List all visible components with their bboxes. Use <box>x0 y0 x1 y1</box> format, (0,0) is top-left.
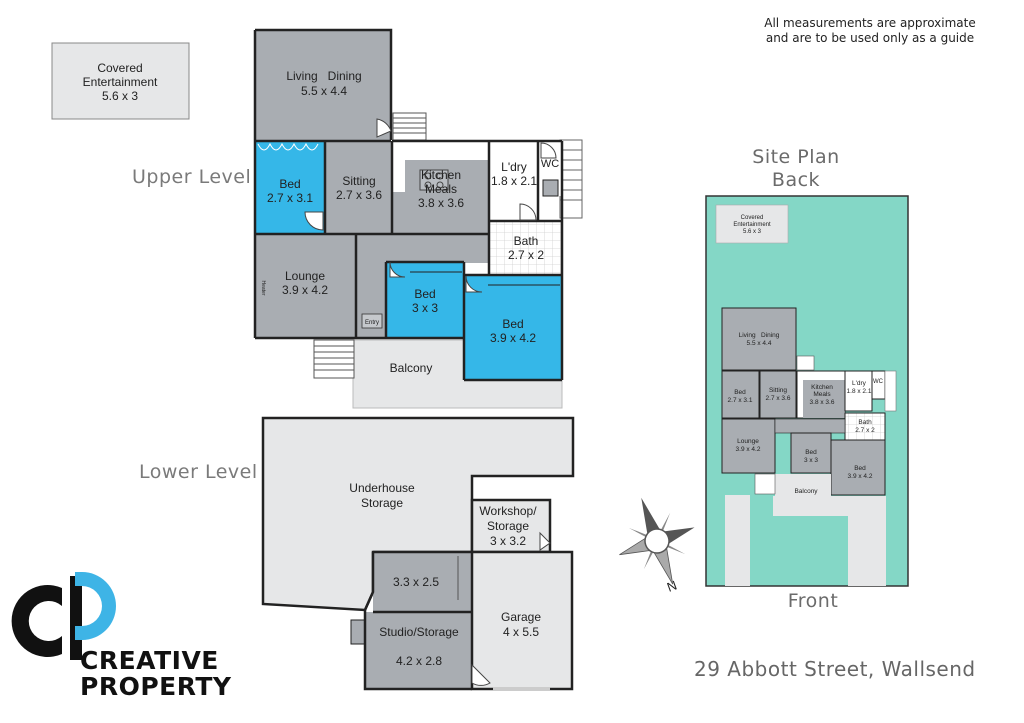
garage-size: 4 x 5.5 <box>503 625 539 639</box>
store-size: 3.3 x 2.5 <box>393 575 439 589</box>
laundry-stairs <box>559 139 583 219</box>
brand-line-2: PROPERTY <box>80 672 232 701</box>
svg-text:1.8 x 2.1: 1.8 x 2.1 <box>847 388 872 395</box>
svg-text:Meals: Meals <box>813 391 831 398</box>
site-plan-title-line2: Back <box>771 169 821 191</box>
disclaimer-line-2: and are to be used only as a guide <box>765 31 975 45</box>
svg-text:Covered: Covered <box>741 215 764 221</box>
svg-text:L'dry: L'dry <box>852 380 867 387</box>
bed1-name: Bed <box>279 177 300 191</box>
compass-north-label: N <box>665 578 679 595</box>
brand-name: CREATIVE PROPERTY <box>80 648 232 700</box>
sitting-name: Sitting <box>342 174 375 188</box>
studio-name: Studio/Storage <box>379 625 459 639</box>
svg-text:Bed: Bed <box>854 465 866 472</box>
sitting-size: 2.7 x 3.6 <box>336 188 382 202</box>
ldry-name: L'dry <box>501 160 527 174</box>
workshop-storage <box>470 498 552 554</box>
rear-stairs <box>392 112 427 141</box>
workshop-name: Workshop/ <box>479 504 537 518</box>
bed-1-windows <box>257 142 319 151</box>
property-address: 29 Abbott Street, Wallsend <box>694 657 976 681</box>
compass-rose-icon <box>619 497 695 585</box>
workshop-name2: Storage <box>487 519 529 533</box>
covered-name: Covered <box>97 61 142 75</box>
bathroom <box>490 222 562 274</box>
garage-name: Garage <box>501 610 541 624</box>
bed2-name: Bed <box>414 287 435 301</box>
svg-text:3.9 x 4.2: 3.9 x 4.2 <box>848 473 873 480</box>
sitting-room <box>326 142 391 233</box>
lounge-size: 3.9 x 4.2 <box>282 283 328 297</box>
workshop-size: 3 x 3.2 <box>490 534 526 548</box>
underhouse-name2: Storage <box>361 496 403 510</box>
upper-level-title: Upper Level <box>132 166 252 188</box>
bed1-size: 2.7 x 3.1 <box>267 191 313 205</box>
site-plan-title-line1: Site Plan <box>752 146 840 168</box>
creative-property-logo-icon <box>11 572 116 660</box>
svg-text:WC: WC <box>873 379 884 385</box>
svg-text:3.9 x 4.2: 3.9 x 4.2 <box>736 446 761 453</box>
lounge <box>255 235 356 338</box>
underhouse-name: Underhouse <box>349 481 415 495</box>
lower-level-plan: Underhouse Storage Workshop/ Storage 3 x… <box>261 416 575 691</box>
studio-size: 4.2 x 2.8 <box>396 654 442 668</box>
heater-label: Heater <box>260 280 266 295</box>
svg-text:2.7 x 3.1: 2.7 x 3.1 <box>728 397 753 404</box>
svg-text:Sitting: Sitting <box>769 387 787 394</box>
living-dining-room <box>255 30 391 140</box>
kitchen-name: Kitchen <box>421 168 461 182</box>
entry-label: Entry <box>365 320 379 326</box>
svg-text:Balcony: Balcony <box>794 488 818 495</box>
ldry-size: 1.8 x 2.1 <box>491 174 537 188</box>
svg-text:5.6 x 3: 5.6 x 3 <box>743 229 762 235</box>
lounge-name: Lounge <box>285 269 325 283</box>
upper-level-plan: Living Dining 5.5 x 4.4 Bed 2.7 x 3.1 Si… <box>253 28 583 409</box>
bed3-size: 3.9 x 4.2 <box>490 331 536 345</box>
brand-line-1: CREATIVE <box>80 646 219 675</box>
svg-text:3.8 x 3.6: 3.8 x 3.6 <box>810 399 835 406</box>
hallway <box>356 235 490 263</box>
bed3-name: Bed <box>502 317 523 331</box>
covered-size: 5.6 x 3 <box>102 89 138 103</box>
site-plan-front-label: Front <box>787 590 839 612</box>
svg-text:2.7 x 2: 2.7 x 2 <box>855 427 875 434</box>
site-plan: Covered Entertainment 5.6 x 3 Living Din… <box>705 195 909 587</box>
svg-text:Living Dining: Living Dining <box>739 332 780 339</box>
covered-name2: Entertainment <box>83 75 158 89</box>
store-room <box>373 552 472 612</box>
wc-name: WC <box>541 158 559 170</box>
covered-entertainment-area <box>51 42 190 120</box>
studio-storage <box>365 612 472 689</box>
bath-name: Bath <box>514 234 539 248</box>
kitchen-size: 3.8 x 3.6 <box>418 196 464 210</box>
living-name: Living Dining <box>286 69 361 83</box>
balcony-name: Balcony <box>390 361 433 375</box>
svg-text:Bath: Bath <box>858 419 872 426</box>
site-plan-title: Site Plan Back <box>726 146 866 192</box>
kitchen-name2: Meals <box>425 182 457 196</box>
front-stairs <box>313 339 355 379</box>
svg-text:3 x 3: 3 x 3 <box>804 457 818 464</box>
svg-text:Bed: Bed <box>734 389 746 396</box>
measurement-disclaimer: All measurements are approximate and are… <box>750 16 990 46</box>
lower-level-title: Lower Level <box>139 461 258 483</box>
svg-text:Entertainment: Entertainment <box>733 222 771 228</box>
svg-text:5.5 x 4.4: 5.5 x 4.4 <box>747 340 772 347</box>
bed-3 <box>465 276 562 379</box>
svg-text:Bed: Bed <box>805 449 817 456</box>
svg-text:Lounge: Lounge <box>737 438 759 445</box>
svg-text:Kitchen: Kitchen <box>811 384 833 391</box>
garage <box>470 550 574 691</box>
bath-size: 2.7 x 2 <box>508 248 544 262</box>
disclaimer-line-1: All measurements are approximate <box>764 16 976 30</box>
bed2-size: 3 x 3 <box>412 301 438 315</box>
living-size: 5.5 x 4.4 <box>301 84 347 98</box>
svg-text:2.7 x 3.6: 2.7 x 3.6 <box>766 395 791 402</box>
